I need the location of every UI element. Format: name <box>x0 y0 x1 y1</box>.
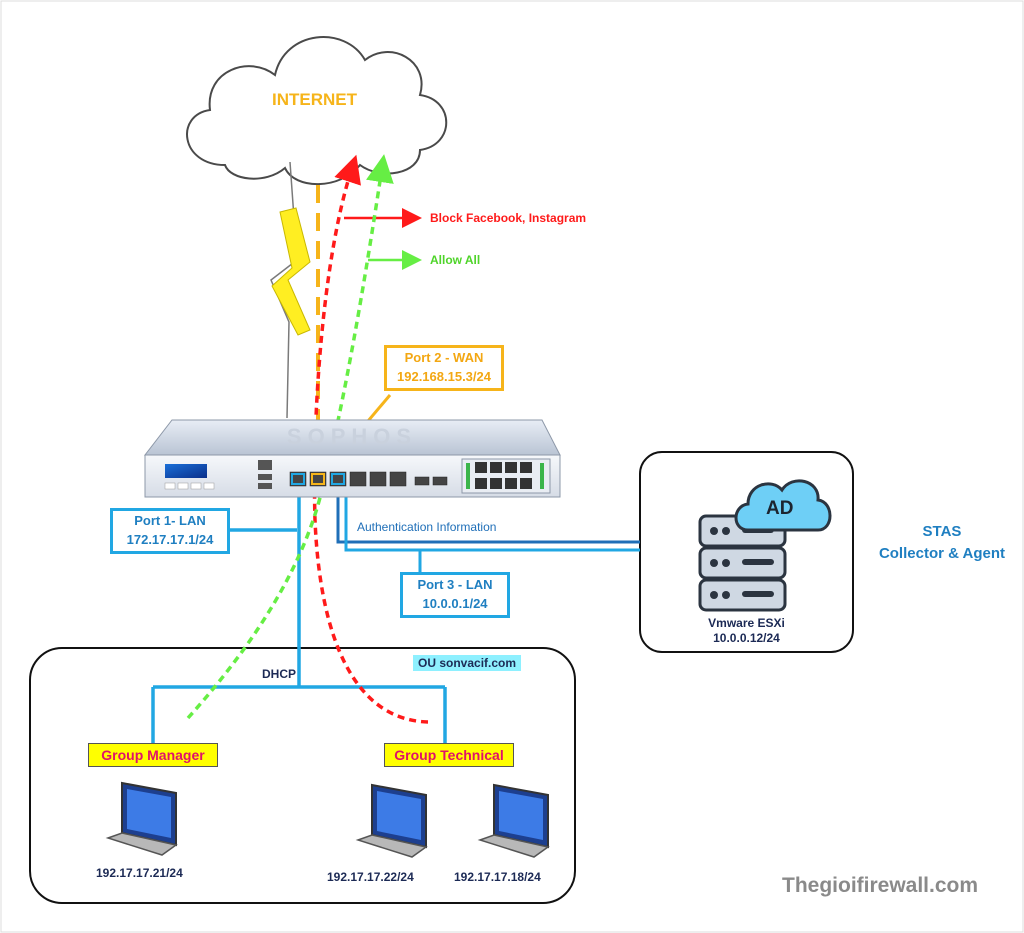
dhcp-label: DHCP <box>262 667 297 681</box>
ad-cloud-icon <box>734 479 832 532</box>
port3-lan-title: Port 3 - LAN <box>417 577 493 592</box>
auth-links <box>336 483 640 572</box>
port2-wan-box: Port 2 - WAN 192.168.15.3/24 <box>384 345 504 391</box>
lan-links <box>151 482 447 745</box>
stas-title: STAS <box>922 523 962 540</box>
block-traffic-path <box>312 154 429 724</box>
laptop-icon-technical-1 <box>355 783 428 858</box>
pc3-ip: 192.17.17.18/24 <box>454 870 541 884</box>
port1-lan-ip: 172.17.17.1/24 <box>126 532 214 547</box>
internet-cloud-icon <box>186 36 448 186</box>
wan-link-lightning-icon <box>270 161 311 419</box>
firewall-display <box>165 464 207 478</box>
server-name: Vmware ESXi <box>708 616 785 630</box>
laptop-icon-technical-2 <box>477 783 550 858</box>
server-container <box>639 451 854 653</box>
ou-label: OU sonvacif.com <box>413 655 522 671</box>
port3-lan-box: Port 3 - LAN 10.0.0.1/24 <box>400 572 510 618</box>
port1-lan-box: Port 1- LAN 172.17.17.1/24 <box>110 508 230 554</box>
watermark: Thegioifirewall.com <box>782 874 979 897</box>
internet-label: INTERNET <box>272 90 357 109</box>
allow-policy-label: Allow All <box>430 253 481 267</box>
pc1-ip: 192.17.17.21/24 <box>96 866 183 880</box>
group-manager-tag: Group Manager <box>88 743 218 767</box>
port2-wan-ip: 192.168.15.3/24 <box>397 369 491 384</box>
port1-lan-title: Port 1- LAN <box>134 513 206 528</box>
auth-info-label: Authentication Information <box>357 520 497 534</box>
block-policy-label: Block Facebook, Instagram <box>430 211 587 225</box>
group-technical-tag: Group Technical <box>384 743 514 767</box>
ad-badge: AD <box>766 498 794 519</box>
lan-container <box>29 647 576 904</box>
firewall-brand-embossed: SOPHOS <box>287 424 417 449</box>
port3-lan-ip: 10.0.0.1/24 <box>422 596 488 611</box>
sophos-firewall-icon: SOPHOS <box>143 419 561 498</box>
pc2-ip: 192.17.17.22/24 <box>327 870 414 884</box>
laptop-icon-manager <box>105 781 178 856</box>
server-ip: 10.0.0.12/24 <box>713 631 780 645</box>
port2-wan-title: Port 2 - WAN <box>404 350 484 365</box>
stas-subtitle: Collector & Agent <box>878 545 1006 562</box>
